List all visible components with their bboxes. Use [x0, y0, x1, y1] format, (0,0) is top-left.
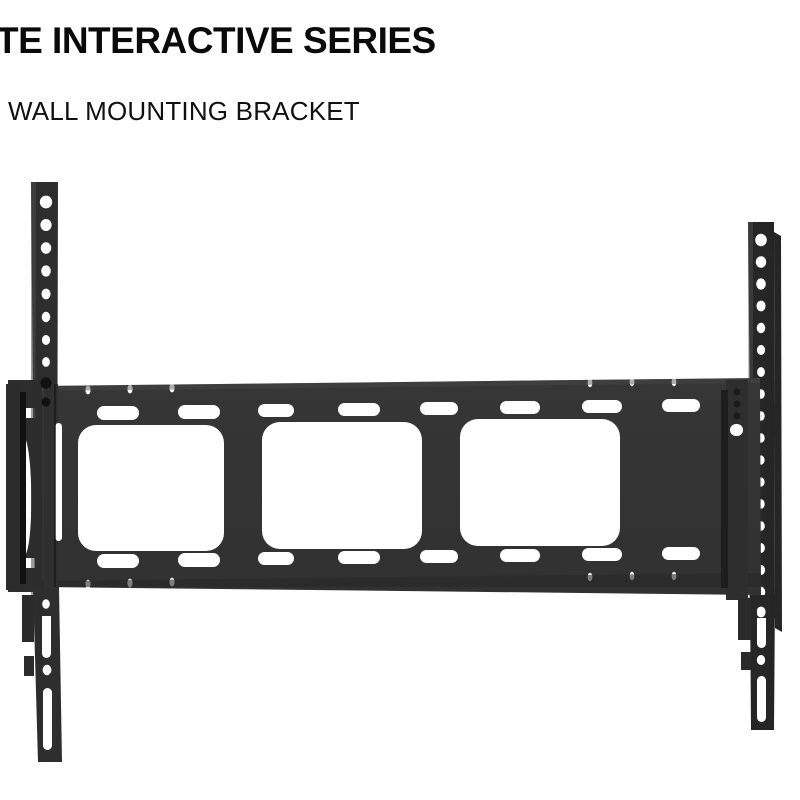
- product-illustration: [0, 140, 800, 800]
- page-title: TE INTERACTIVE SERIES: [0, 20, 436, 61]
- wall-mounting-bracket-drawing: [0, 140, 800, 800]
- right-rail-lower-extension: [0, 140, 800, 800]
- page-subtitle: WALL MOUNTING BRACKET: [8, 96, 360, 126]
